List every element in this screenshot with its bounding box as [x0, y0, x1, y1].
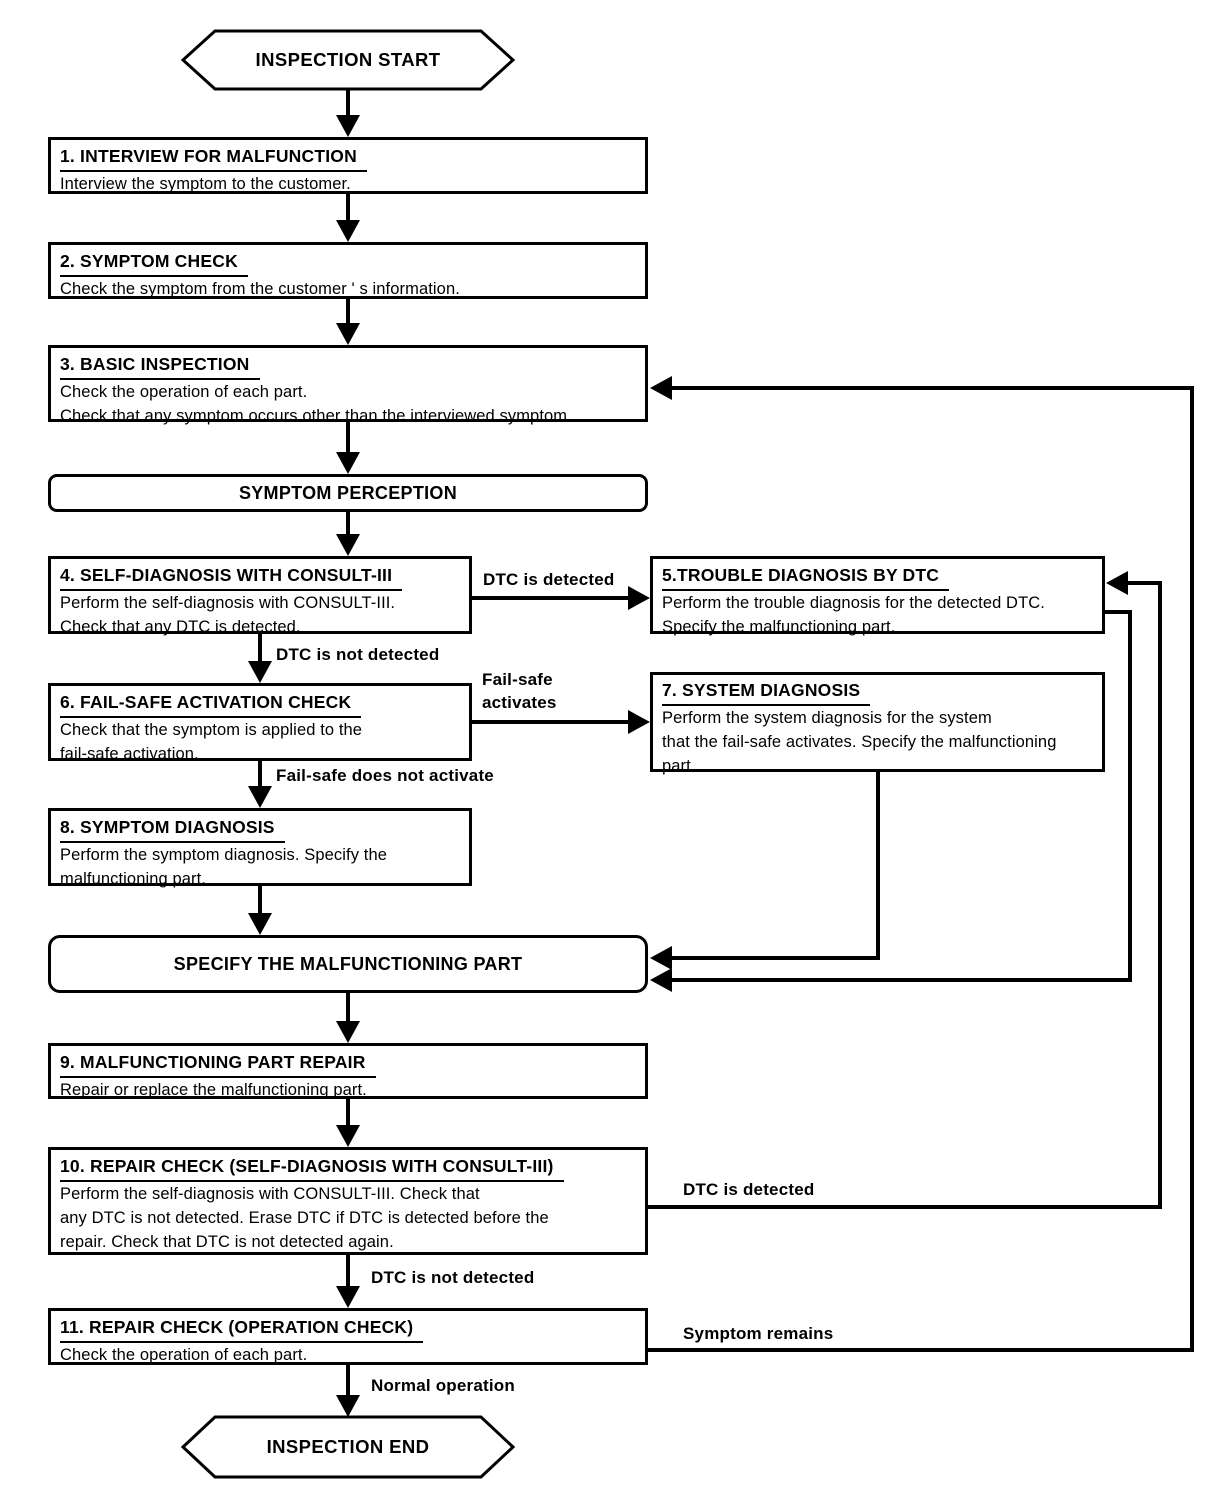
arrowhead-specify-to-step9 [336, 1021, 360, 1043]
arrowhead-step2-to-step3 [336, 323, 360, 345]
arrowhead-step8-to-specify [248, 913, 272, 935]
step11-title: 11. REPAIR CHECK (OPERATION CHECK) [60, 1315, 424, 1343]
step8-line1: Perform the symptom diagnosis. Specify t… [60, 846, 388, 864]
arrowhead-step5-to-specify [650, 968, 672, 992]
step10-line3: repair. Check that DTC is not detected a… [60, 1233, 394, 1251]
step3-line2: Check that any symptom occurs other than… [60, 407, 572, 425]
step6-title: 6. FAIL-SAFE ACTIVATION CHECK [60, 690, 362, 718]
step4-title: 4. SELF-DIAGNOSIS WITH CONSULT-III [60, 563, 403, 591]
node-step7: 7. SYSTEM DIAGNOSIS Perform the system d… [650, 672, 1105, 775]
arrowhead-step11-to-step3 [650, 376, 672, 400]
step6-line2: fail-safe activation. [60, 745, 199, 763]
edge-label-normal-operation: Normal operation [371, 1376, 515, 1395]
node-step1: 1. INTERVIEW FOR MALFUNCTION Interview t… [48, 137, 648, 194]
edge-label-failsafe-activates: Fail-safe activates [482, 668, 557, 714]
edge-label-dtc-detected-bottom: DTC is detected [683, 1180, 815, 1199]
step1-line1: Interview the symptom to the customer. [60, 175, 351, 193]
arrowhead-step11-to-end [336, 1395, 360, 1417]
arrowhead-step1-to-step2 [336, 220, 360, 242]
arrowhead-step6-to-step7 [628, 710, 650, 734]
start-terminal-label: INSPECTION START [255, 49, 441, 70]
edge-label-dtc-detected-top: DTC is detected [483, 570, 615, 589]
step8-line2: malfunctioning part. [60, 870, 206, 888]
arrowhead-start-to-step1 [336, 115, 360, 137]
step2-title: 2. SYMPTOM CHECK [60, 249, 248, 277]
step2-line1: Check the symptom from the customer ' s … [60, 280, 460, 298]
step3-title: 3. BASIC INSPECTION [60, 352, 260, 380]
node-step8: 8. SYMPTOM DIAGNOSIS Perform the symptom… [48, 808, 472, 888]
node-step6: 6. FAIL-SAFE ACTIVATION CHECK Check that… [48, 683, 472, 763]
step7-title: 7. SYSTEM DIAGNOSIS [662, 678, 871, 706]
arrowhead-step7-to-specify [650, 946, 672, 970]
node-step4: 4. SELF-DIAGNOSIS WITH CONSULT-III Perfo… [48, 556, 472, 636]
edge-label-failsafe-activates-line1: Fail-safe [482, 670, 553, 689]
arrowhead-step10-to-step5 [1106, 571, 1128, 595]
edge-step7-to-specify [668, 772, 880, 960]
edge-label-failsafe-does-not-activate: Fail-safe does not activate [276, 766, 494, 785]
edge-step11-to-step3 [648, 386, 1194, 1352]
node-step3: 3. BASIC INSPECTION Check the operation … [48, 345, 648, 425]
node-step2: 2. SYMPTOM CHECK Check the symptom from … [48, 242, 648, 299]
arrowhead-perception-to-step4 [336, 534, 360, 556]
node-step11: 11. REPAIR CHECK (OPERATION CHECK) Check… [48, 1308, 648, 1365]
arrowhead-step10-to-step11 [336, 1286, 360, 1308]
edge-label-dtc-not-detected-bottom: DTC is not detected [371, 1268, 535, 1287]
step11-line1: Check the operation of each part. [60, 1346, 308, 1364]
arrowhead-step4-to-step6 [248, 661, 272, 683]
step4-line1: Perform the self-diagnosis with CONSULT-… [60, 594, 396, 612]
step5-title: 5.TROUBLE DIAGNOSIS BY DTC [662, 563, 950, 591]
node-step9: 9. MALFUNCTIONING PART REPAIR Repair or … [48, 1043, 648, 1099]
step7-line1: Perform the system diagnosis for the sys… [662, 709, 992, 727]
arrowhead-step9-to-step10 [336, 1125, 360, 1147]
end-terminal-shape [180, 1415, 516, 1479]
step9-title: 9. MALFUNCTIONING PART REPAIR [60, 1050, 376, 1078]
end-terminal-label: INSPECTION END [266, 1436, 430, 1457]
step8-title: 8. SYMPTOM DIAGNOSIS [60, 815, 285, 843]
edge-step5-to-specify [668, 610, 1132, 982]
step3-line1: Check the operation of each part. [60, 383, 308, 401]
arrowhead-step6-to-step8 [248, 786, 272, 808]
step7-line2: that the fail-safe activates. Specify th… [662, 733, 1057, 751]
step5-line2: Specify the malfunctioning part. [662, 618, 896, 636]
edge-label-symptom-remains: Symptom remains [683, 1324, 834, 1343]
step4-line2: Check that any DTC is detected. [60, 618, 301, 636]
step10-title: 10. REPAIR CHECK (SELF-DIAGNOSIS WITH CO… [60, 1154, 564, 1182]
step7-line3: part. [662, 757, 696, 775]
milestone-specify-part: SPECIFY THE MALFUNCTIONING PART [48, 935, 648, 993]
node-step10: 10. REPAIR CHECK (SELF-DIAGNOSIS WITH CO… [48, 1147, 648, 1255]
step1-title: 1. INTERVIEW FOR MALFUNCTION [60, 144, 367, 172]
arrowhead-step3-to-perception [336, 452, 360, 474]
edge-step10-to-step5 [648, 581, 1162, 1209]
step9-line1: Repair or replace the malfunctioning par… [60, 1081, 367, 1099]
start-terminal-shape [180, 29, 516, 91]
edge-label-failsafe-activates-line2: activates [482, 693, 557, 712]
step10-line2: any DTC is not detected. Erase DTC if DT… [60, 1209, 549, 1227]
edge-label-dtc-not-detected-top: DTC is not detected [276, 645, 440, 664]
arrowhead-step4-to-step5 [628, 586, 650, 610]
step6-line1: Check that the symptom is applied to the [60, 721, 363, 739]
step10-line1: Perform the self-diagnosis with CONSULT-… [60, 1185, 480, 1203]
milestone-symptom-perception: SYMPTOM PERCEPTION [48, 474, 648, 512]
node-step5: 5.TROUBLE DIAGNOSIS BY DTC Perform the t… [650, 556, 1105, 636]
step5-line1: Perform the trouble diagnosis for the de… [662, 594, 1045, 612]
